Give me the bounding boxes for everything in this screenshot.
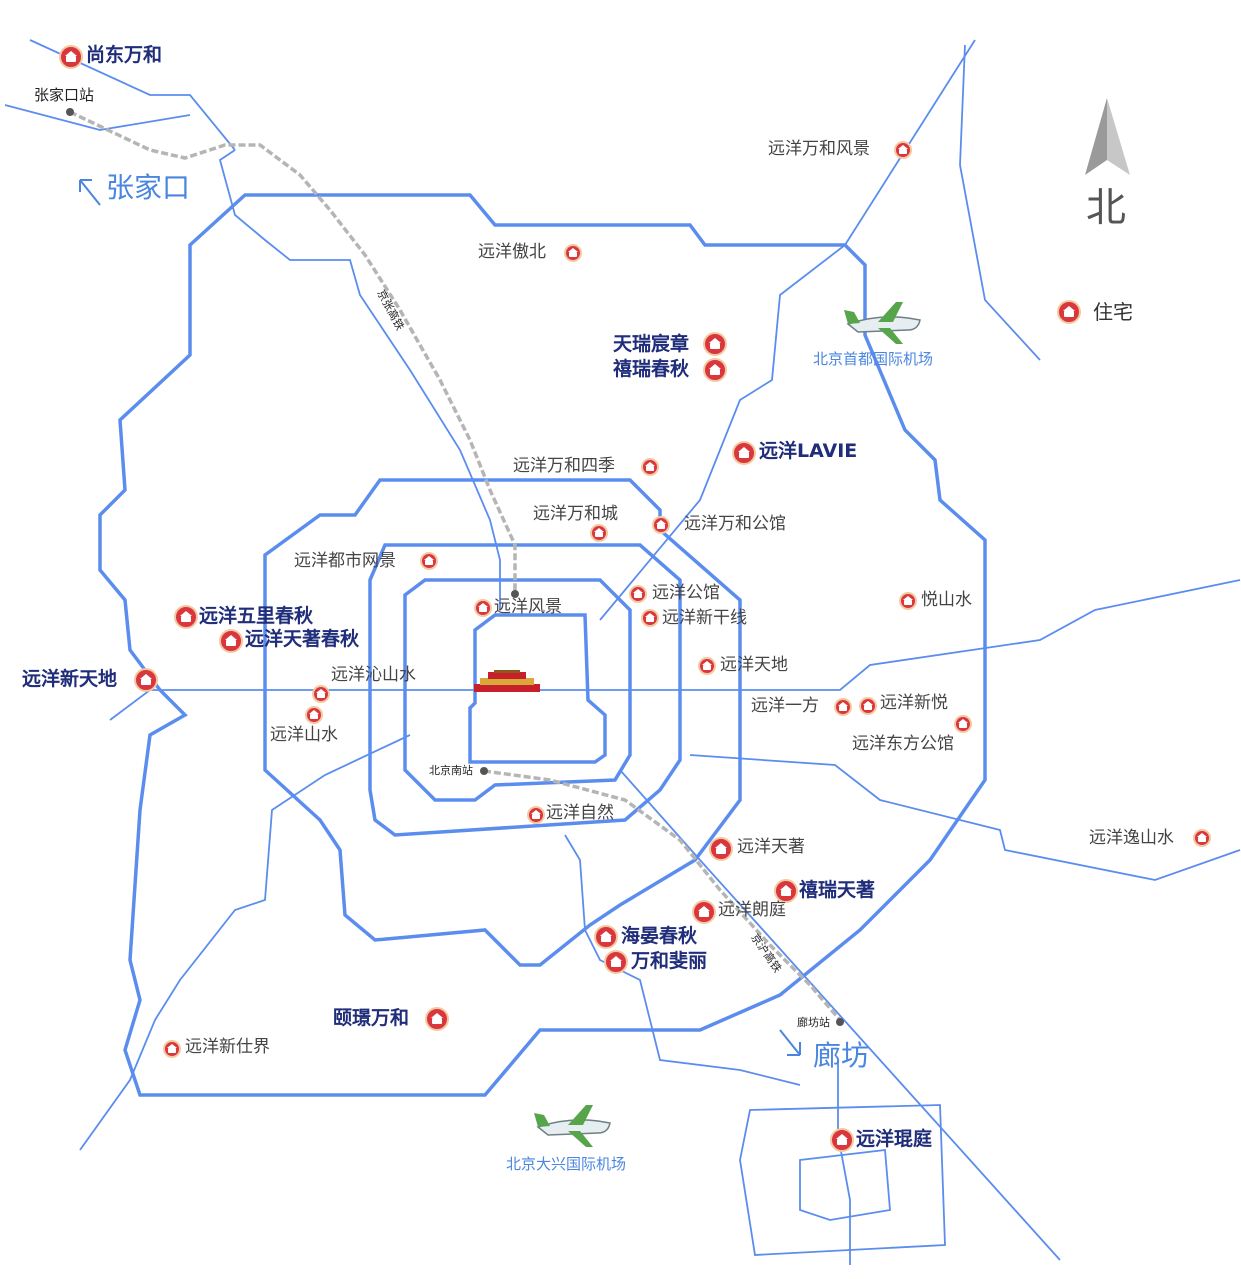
project-xinganxian[interactable]: 远洋新干线 <box>662 608 747 628</box>
station-beijing-south-label: 北京南站 <box>429 764 473 777</box>
project-dushi-wangjing[interactable]: 远洋都市网景 <box>294 551 396 571</box>
project-xintiandi[interactable]: 远洋新天地 <box>22 668 118 690</box>
direction-zhangjiakou: 张家口 <box>106 171 191 204</box>
pin-icon <box>703 358 727 382</box>
project-wuli-chunqiu[interactable]: 远洋五里春秋 <box>199 605 314 627</box>
legend-residential-icon <box>1057 300 1081 324</box>
pin-icon <box>590 524 608 542</box>
station-zhangjiakou-label: 张家口站 <box>34 86 95 104</box>
pin-icon <box>703 332 727 356</box>
project-shanshui[interactable]: 远洋山水 <box>270 725 338 745</box>
pin-icon <box>527 806 545 824</box>
project-xiting[interactable]: 远洋琨庭 <box>856 1128 933 1150</box>
pin-icon <box>425 1007 449 1031</box>
fifth-ring-road <box>263 478 742 967</box>
pin-icon <box>709 837 733 861</box>
pin-icon <box>830 1128 854 1152</box>
rail-lines <box>69 110 842 1022</box>
project-dongfang-gongguan[interactable]: 远洋东方公馆 <box>852 734 954 754</box>
pin-icon <box>134 668 158 692</box>
pin-icon <box>604 950 628 974</box>
pin-icon <box>594 925 618 949</box>
project-yifang[interactable]: 远洋一方 <box>751 696 819 716</box>
pin-icon <box>954 715 972 733</box>
pin-icon <box>899 592 917 610</box>
project-wanhe-cheng[interactable]: 远洋万和城 <box>533 504 618 524</box>
station-dots <box>66 108 844 1026</box>
pin-icon <box>564 244 582 262</box>
direction-langfang: 廊坊 <box>813 1039 870 1072</box>
pin-icon <box>312 685 330 703</box>
pin-icon <box>174 605 198 629</box>
second-ring-road <box>468 613 607 764</box>
direction-arrow-zhangjiakou-icon <box>79 179 101 206</box>
project-wanhe-gongguan[interactable]: 远洋万和公馆 <box>684 514 786 534</box>
pin-icon <box>774 879 798 903</box>
project-gongguan[interactable]: 远洋公馆 <box>652 583 720 603</box>
station-langfang-label: 廊坊站 <box>797 1016 830 1029</box>
north-label: 北 <box>1086 185 1126 231</box>
pin-icon <box>692 900 716 924</box>
pin-icon <box>698 657 716 675</box>
pin-icon <box>732 441 756 465</box>
project-xinyue[interactable]: 远洋新悦 <box>880 693 948 713</box>
project-tianrui[interactable]: 天瑞宸章 <box>613 333 690 355</box>
pin-icon <box>59 45 83 69</box>
project-tianshu-chunqiu[interactable]: 远洋天著春秋 <box>245 628 360 650</box>
pin-icon <box>163 1040 181 1058</box>
project-yueshanshui[interactable]: 悦山水 <box>921 590 972 610</box>
project-wanhe-feili[interactable]: 万和斐丽 <box>631 950 708 972</box>
project-wanhe-siji[interactable]: 远洋万和四季 <box>513 456 615 476</box>
project-aobei[interactable]: 远洋傲北 <box>478 242 546 262</box>
project-lavie[interactable]: 远洋LAVIE <box>759 440 858 462</box>
project-ziran[interactable]: 远洋自然 <box>546 803 614 823</box>
pin-icon <box>652 516 670 534</box>
third-ring-road <box>403 578 632 802</box>
project-xirui-chunqiu[interactable]: 禧瑞春秋 <box>613 358 690 380</box>
project-haiyan-chunqiu[interactable]: 海晏春秋 <box>621 925 698 947</box>
north-arrow-icon <box>1085 98 1130 175</box>
pin-icon <box>219 629 243 653</box>
project-langting[interactable]: 远洋朗庭 <box>718 900 786 920</box>
project-yishanshui[interactable]: 远洋逸山水 <box>1089 828 1174 848</box>
project-shangdong-wanhe[interactable]: 尚东万和 <box>86 44 163 66</box>
project-yijing-wanhe[interactable]: 颐璟万和 <box>333 1007 410 1029</box>
fourth-ring-road <box>368 543 682 837</box>
project-qinshanshui[interactable]: 远洋沁山水 <box>331 665 416 685</box>
project-tianzhu[interactable]: 远洋天著 <box>737 837 805 857</box>
pin-icon <box>474 599 492 617</box>
tiananmen-icon <box>474 670 540 692</box>
airplane-icon-capital <box>844 302 921 344</box>
pin-icon <box>305 706 323 724</box>
direction-arrow-langfang-icon <box>779 1029 801 1056</box>
airplane-icon-daxing <box>534 1105 611 1147</box>
project-wanhe-fengjing[interactable]: 远洋万和风景 <box>768 139 870 159</box>
pin-icon <box>859 697 877 715</box>
pin-icon <box>629 585 647 603</box>
pin-icon <box>834 698 852 716</box>
project-xirui-tianzhu[interactable]: 禧瑞天著 <box>799 879 876 901</box>
pin-icon <box>420 552 438 570</box>
legend-residential-label: 住宅 <box>1093 300 1133 324</box>
pin-icon <box>894 141 912 159</box>
pin-icon <box>641 609 659 627</box>
pin-icon <box>1193 829 1211 847</box>
airport-capital-label: 北京首都国际机场 <box>813 350 934 368</box>
airport-daxing-label: 北京大兴国际机场 <box>506 1155 627 1173</box>
pin-icon <box>641 458 659 476</box>
project-tiandi[interactable]: 远洋天地 <box>720 655 788 675</box>
project-xinshijie[interactable]: 远洋新仕界 <box>185 1037 270 1057</box>
project-fengjing[interactable]: 远洋风景 <box>494 597 562 617</box>
